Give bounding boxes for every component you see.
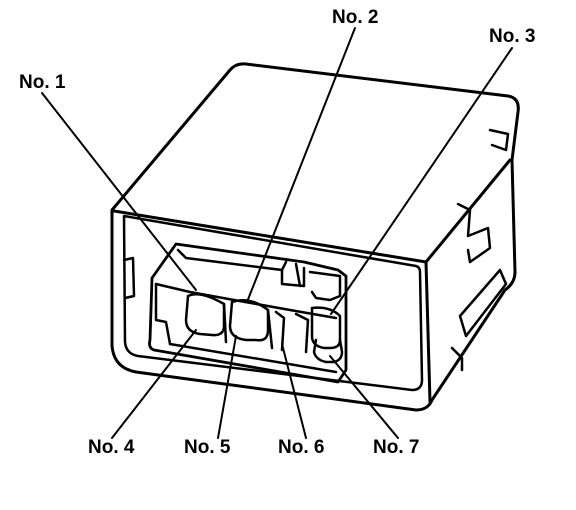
leader-line-no6 bbox=[281, 343, 307, 439]
left-notch bbox=[122, 256, 136, 300]
body-top-right-edge bbox=[424, 158, 512, 264]
leader-line-no1 bbox=[41, 92, 197, 291]
terminal-7 bbox=[312, 338, 344, 364]
right-key bbox=[308, 270, 342, 302]
right-face-rail bbox=[458, 268, 508, 338]
leader-line-no2 bbox=[246, 27, 356, 303]
body-top-front-edge bbox=[112, 209, 428, 264]
socket-opening bbox=[148, 242, 348, 384]
socket-floor bbox=[168, 342, 338, 374]
body-front-right-edge bbox=[424, 260, 432, 404]
divider-rib-left bbox=[222, 302, 228, 344]
leader-line-no7 bbox=[329, 355, 399, 439]
right-face-rail-2 bbox=[450, 346, 464, 372]
front-face-inner-outline bbox=[122, 214, 424, 392]
terminal-2 bbox=[228, 299, 270, 342]
right-face-tab bbox=[456, 202, 492, 264]
leader-line-no3 bbox=[330, 47, 513, 315]
leader-line-no5 bbox=[217, 335, 237, 439]
callout-no6: No. 6 bbox=[278, 437, 325, 458]
terminal-1 bbox=[184, 293, 226, 337]
callout-no5: No. 5 bbox=[184, 437, 231, 458]
socket-top-rim bbox=[154, 248, 338, 320]
leader-line-no4 bbox=[111, 329, 197, 439]
divider-rib-mid bbox=[266, 308, 286, 352]
divider-rib-right bbox=[294, 312, 310, 354]
callout-no3: No. 3 bbox=[489, 26, 536, 47]
relay-body-outline bbox=[110, 62, 520, 412]
center-key bbox=[280, 262, 306, 288]
callout-no4: No. 4 bbox=[88, 437, 135, 458]
right-face-notch-upper bbox=[488, 128, 510, 152]
socket-left-wall bbox=[154, 282, 172, 346]
callout-no2: No. 2 bbox=[332, 7, 379, 28]
callout-no1: No. 1 bbox=[19, 72, 66, 93]
callout-no7: No. 7 bbox=[373, 437, 420, 458]
